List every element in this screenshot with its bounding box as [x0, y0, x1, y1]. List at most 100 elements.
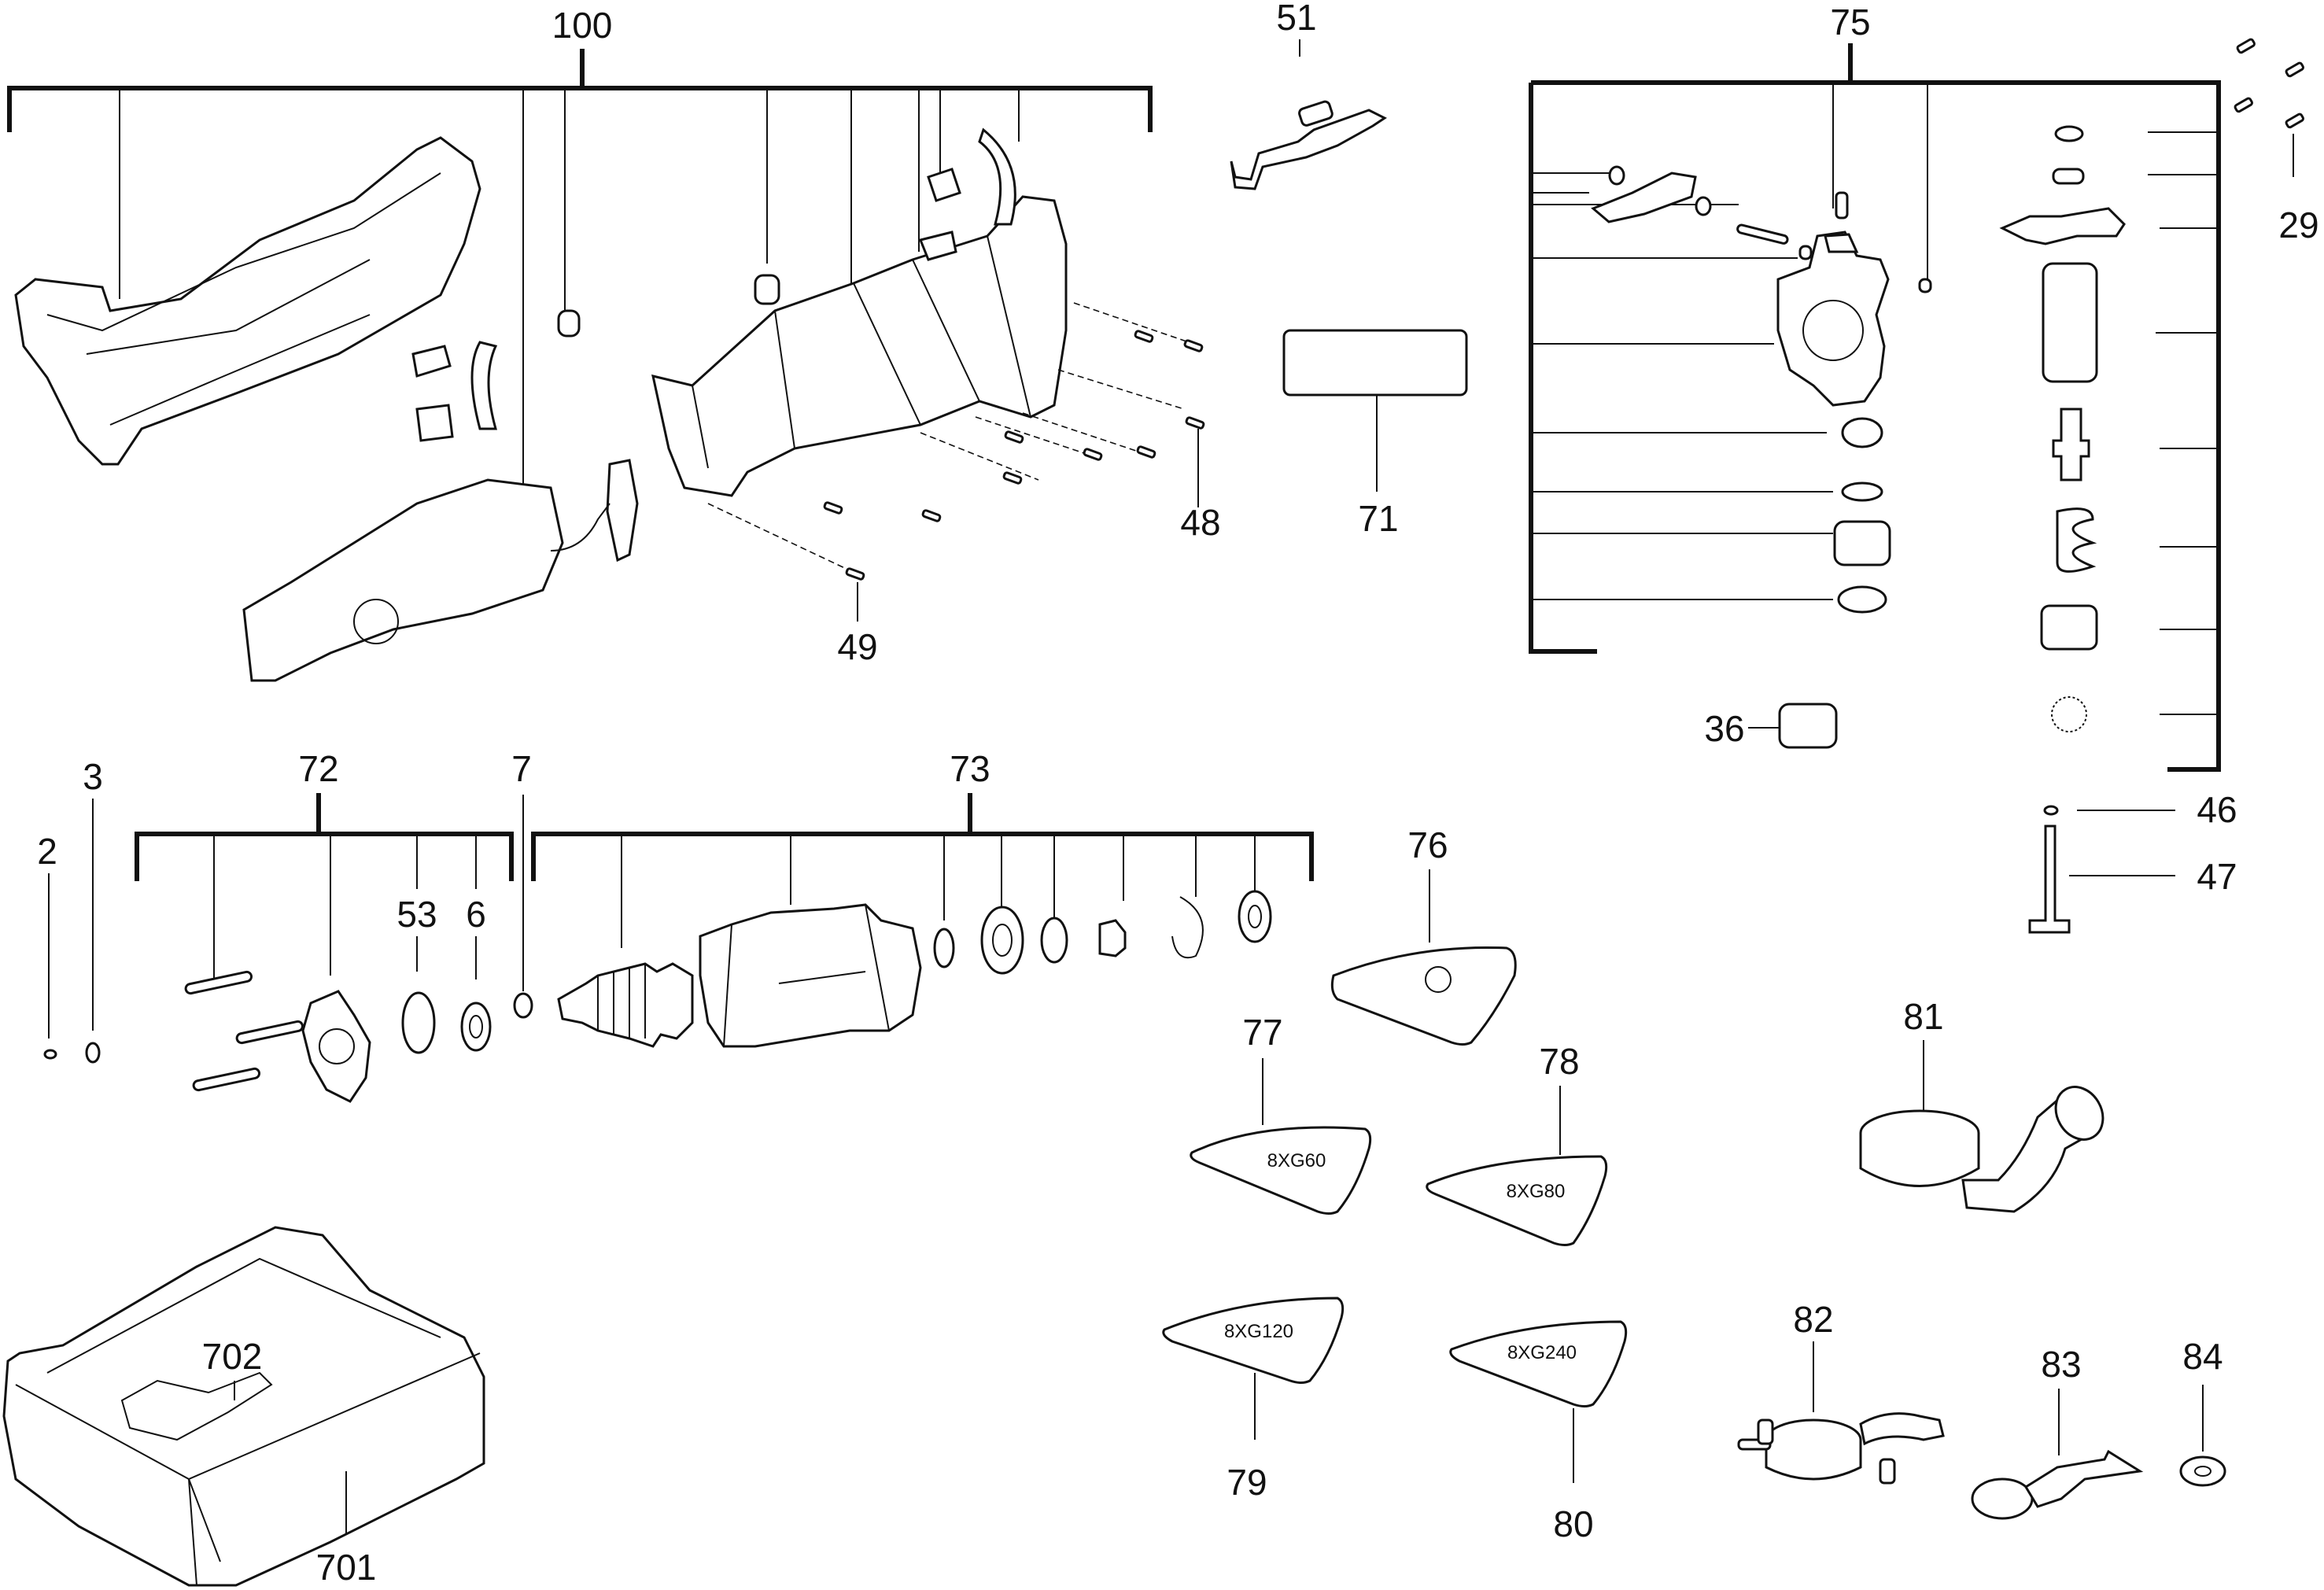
switch-module — [606, 459, 639, 563]
callout-82[interactable]: 82 — [1793, 1299, 1833, 1340]
sheet-grit-label: 8XG120 — [1224, 1321, 1293, 1342]
part-78: 78 8XG80 — [1426, 1041, 1608, 1246]
part-77: 77 8XG60 — [1190, 1012, 1372, 1215]
part-79: 8XG120 79 — [1162, 1297, 1345, 1503]
part-80: 8XG240 80 — [1449, 1320, 1628, 1544]
callout-79[interactable]: 79 — [1227, 1462, 1267, 1503]
washer-3 — [85, 1042, 101, 1064]
circlip — [1841, 481, 1883, 502]
sheet-grit-label: 8XG60 — [1267, 1150, 1326, 1171]
callout-72[interactable]: 72 — [298, 748, 338, 789]
part-71: 71 — [1282, 329, 1468, 539]
sanding-pad — [1330, 946, 1517, 1046]
callout-76[interactable]: 76 — [1407, 825, 1448, 865]
callout-6[interactable]: 6 — [466, 894, 486, 935]
callout-77[interactable]: 77 — [1242, 1012, 1282, 1053]
callout-29[interactable]: 29 — [2278, 205, 2318, 245]
callout-49[interactable]: 49 — [837, 626, 877, 667]
callout-48[interactable]: 48 — [1180, 502, 1220, 543]
sanding-sheet-80 — [1449, 1320, 1628, 1407]
callout-2[interactable]: 2 — [37, 831, 57, 872]
damper-block — [557, 309, 581, 338]
part-81: 81 — [1859, 996, 2105, 1213]
part-7: 7 — [511, 748, 533, 1019]
part-46-47: 46 47 — [2028, 789, 2237, 934]
bracket-75 — [1529, 43, 2221, 772]
bracket-100 — [7, 49, 1153, 132]
callout-81[interactable]: 81 — [1903, 996, 1943, 1037]
assembly-100: 100 — [7, 5, 1221, 682]
part-76: 76 — [1330, 825, 1517, 1046]
callout-47[interactable]: 47 — [2197, 856, 2237, 897]
callout-75[interactable]: 75 — [1830, 2, 1870, 42]
assembly-73: 73 — [531, 748, 1314, 1048]
callout-51[interactable]: 51 — [1276, 0, 1316, 38]
callout-7[interactable]: 7 — [511, 748, 532, 789]
bearing — [1841, 417, 1883, 448]
sheet-grit-label: 8XG240 — [1507, 1342, 1577, 1363]
blade-hub — [1971, 1477, 2034, 1520]
assembly-72: 72 2 3 53 6 — [37, 748, 514, 1103]
arc-damper — [470, 341, 498, 430]
callout-3[interactable]: 3 — [83, 756, 103, 797]
bearing-small — [1238, 890, 1272, 943]
circlip — [1171, 896, 1204, 959]
carry-case-701 — [2, 1226, 485, 1587]
callout-46[interactable]: 46 — [2197, 789, 2237, 830]
screw — [1835, 191, 1849, 220]
sanding-sheet-79 — [1162, 1297, 1345, 1384]
part-84: 84 — [2179, 1336, 2226, 1487]
ring — [1837, 585, 1887, 614]
eccentric-fork — [1999, 207, 2126, 245]
o-ring-53 — [401, 991, 436, 1054]
spring — [2056, 507, 2097, 573]
armature — [557, 962, 694, 1048]
long-screw — [192, 1067, 261, 1092]
pad-block — [918, 231, 957, 261]
needle-bearing — [1833, 520, 1891, 566]
washer-7 — [513, 992, 533, 1019]
part-36: 36 — [1704, 703, 1838, 749]
arc-damper — [978, 127, 1016, 226]
callout-702[interactable]: 702 — [202, 1336, 263, 1377]
washer — [1040, 917, 1068, 964]
long-screw — [235, 1020, 304, 1045]
callout-53[interactable]: 53 — [397, 894, 437, 935]
washer-46 — [2043, 805, 2059, 816]
part-701-702: 702 701 — [2, 1226, 485, 1588]
sanding-sheet-78 — [1426, 1155, 1608, 1246]
depth-stop-rod — [1859, 1412, 1945, 1446]
callout-100[interactable]: 100 — [552, 5, 613, 46]
callout-701[interactable]: 701 — [316, 1547, 377, 1588]
pad-block — [411, 345, 452, 378]
part-82: 82 — [1737, 1299, 1945, 1485]
screw-2 — [43, 1049, 57, 1060]
callout-73[interactable]: 73 — [950, 748, 990, 789]
snap-ring — [933, 928, 955, 968]
sleeve-ring — [1778, 703, 1838, 749]
gear-housing — [1776, 231, 1890, 407]
shaft-nut — [1098, 919, 1127, 957]
callout-83[interactable]: 83 — [2041, 1344, 2081, 1385]
motor-housing — [699, 903, 922, 1048]
callout-71[interactable]: 71 — [1358, 498, 1398, 539]
callout-36[interactable]: 36 — [1704, 708, 1744, 749]
damper-block — [754, 274, 780, 305]
brush-holder-plate — [301, 990, 371, 1103]
bracket-73 — [531, 793, 1314, 881]
callout-84[interactable]: 84 — [2182, 1336, 2223, 1377]
spindle-shaft — [2052, 408, 2090, 481]
sanding-sheet-77 — [1190, 1126, 1372, 1215]
leader-lines-75-right — [2148, 131, 2219, 715]
clamping-bolt-47 — [2028, 825, 2071, 934]
callout-80[interactable]: 80 — [1553, 1503, 1593, 1544]
screw-49 — [707, 503, 865, 622]
pin — [1736, 223, 1789, 245]
motor-electronics — [242, 478, 564, 682]
adapter-washer — [2179, 1455, 2226, 1487]
bearing-large — [980, 906, 1024, 975]
callout-78[interactable]: 78 — [1539, 1041, 1579, 1082]
pad-block — [927, 168, 961, 202]
switch-slider — [1230, 109, 1387, 190]
